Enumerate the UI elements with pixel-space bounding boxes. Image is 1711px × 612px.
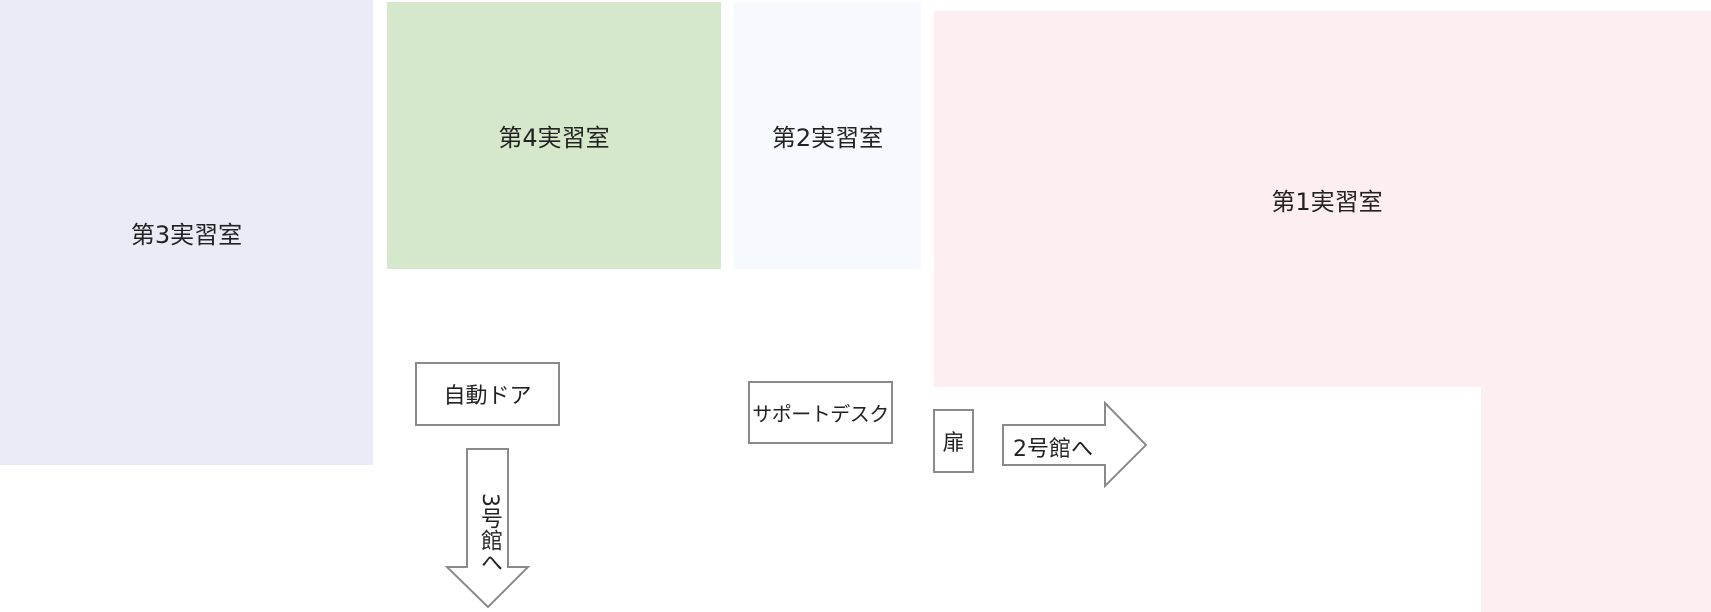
room-4: 第4実習室 — [387, 2, 721, 269]
door-label: 扉 — [942, 431, 965, 456]
to-building-2-label: 2号館へ — [1013, 437, 1093, 462]
room-3-label: 第3実習室 — [130, 221, 243, 249]
room-3: 第3実習室 — [0, 0, 373, 465]
door: 扉 — [933, 409, 974, 473]
room-2: 第2実習室 — [734, 2, 921, 269]
automatic-door: 自動ドア — [415, 362, 560, 426]
room-1-label: 第1実習室 — [1271, 188, 1383, 216]
room-2-label: 第2実習室 — [771, 124, 884, 152]
to-building-3-label: 3号館へ — [477, 493, 502, 573]
support-desk-label: サポートデスク — [752, 402, 889, 426]
automatic-door-label: 自動ドア — [443, 384, 532, 409]
arrow-down-icon — [444, 448, 531, 609]
room-4-label: 第4実習室 — [498, 124, 610, 152]
arrow-right-icon — [1002, 400, 1148, 489]
support-desk: サポートデスク — [748, 381, 893, 444]
